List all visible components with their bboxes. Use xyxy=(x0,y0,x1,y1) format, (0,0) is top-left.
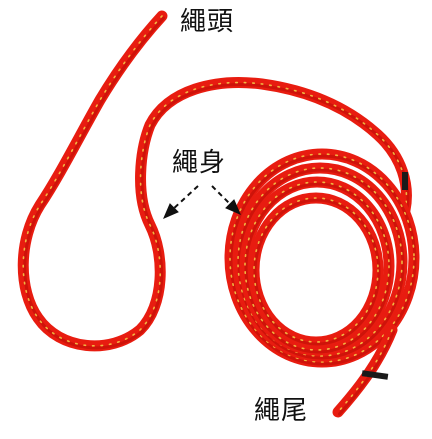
rope-loop-section xyxy=(23,16,408,348)
arrow-right xyxy=(212,186,232,206)
arrow-left xyxy=(172,186,198,210)
rope-coil-section xyxy=(230,154,415,414)
tape-mark xyxy=(402,172,408,190)
body-pointer-arrows xyxy=(164,186,240,218)
rope-head-label: 繩頭 xyxy=(180,9,234,35)
rope-tail-label: 繩尾 xyxy=(254,398,308,424)
rope-body-label: 繩身 xyxy=(172,150,226,176)
